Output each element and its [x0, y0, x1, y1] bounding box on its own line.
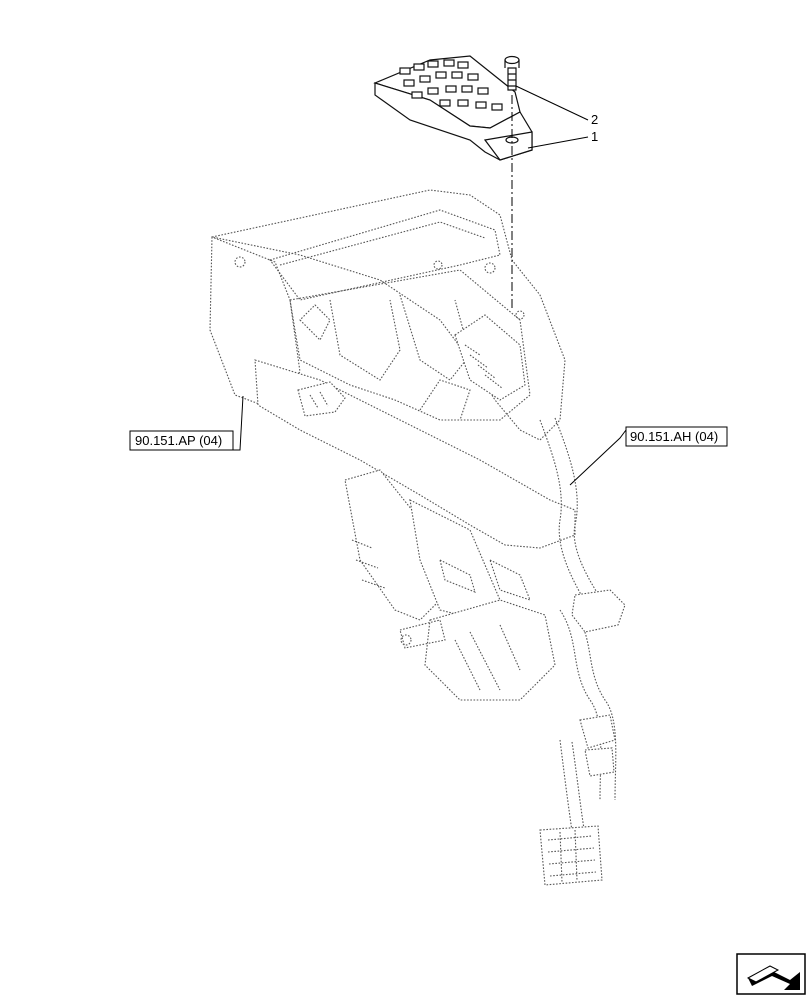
leader-item-2 [515, 85, 589, 121]
leader-item-1 [527, 136, 589, 149]
wiring-harness [539, 417, 626, 886]
callout-1: 1 [591, 129, 598, 144]
bolt [504, 55, 520, 91]
view-orientation-arrow-icon[interactable] [736, 953, 806, 995]
reference-tag-left[interactable]: 90.151.AP (04) [129, 395, 244, 451]
reference-label-right: 90.151.AH (04) [630, 429, 718, 444]
reference-tag-right[interactable]: 90.151.AH (04) [569, 426, 728, 486]
module-sockets [399, 59, 503, 111]
reference-label-left: 90.151.AP (04) [135, 433, 222, 448]
control-module [373, 55, 533, 161]
callout-2: 2 [591, 112, 598, 127]
lower-bracket-assembly [344, 469, 556, 701]
console-housing [209, 189, 576, 549]
